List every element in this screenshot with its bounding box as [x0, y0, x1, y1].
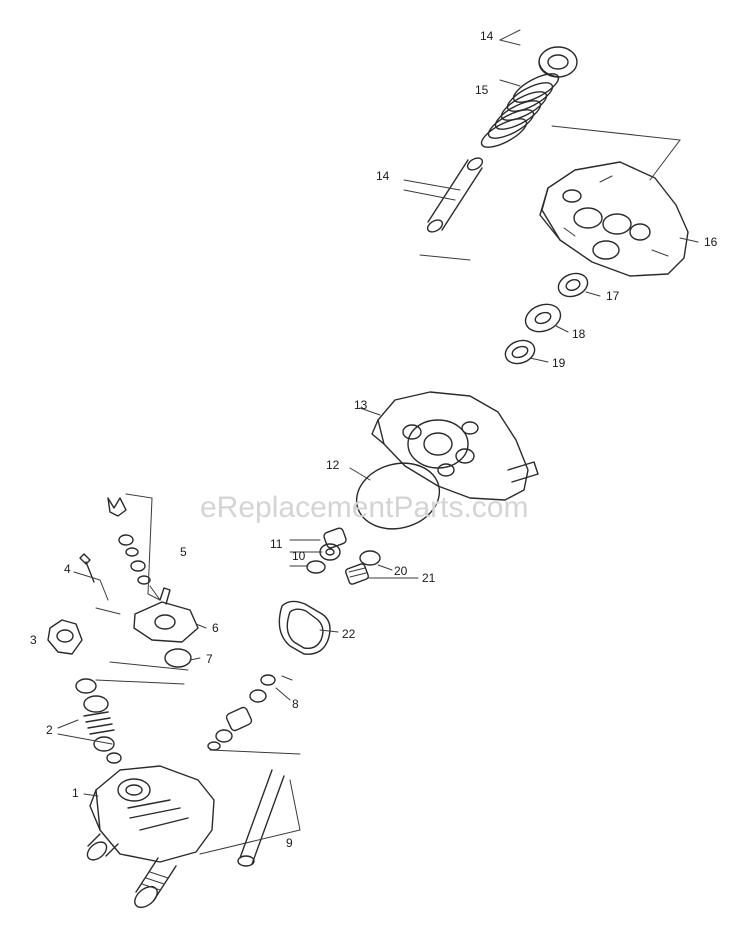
- callout-5: 5: [180, 545, 187, 559]
- part-12-o-ring: [355, 462, 441, 530]
- callout-19: 19: [552, 356, 566, 370]
- callout-9: 9: [286, 836, 293, 850]
- callout-12: 12: [326, 458, 340, 472]
- callout-16: 16: [704, 235, 718, 249]
- callout-8: 8: [292, 697, 299, 711]
- callout-18: 18: [572, 327, 586, 341]
- part-14-plunger-rod: [426, 157, 484, 233]
- part-5-valve-stack: [107, 497, 161, 601]
- part-10-o-ring: [306, 560, 326, 574]
- callout-21: 21: [422, 571, 436, 585]
- part-8-check-valve-stack: [207, 674, 276, 751]
- part-2-spring-valve: [75, 678, 122, 764]
- part-19-seal: [504, 339, 536, 365]
- callout-2: 2: [46, 723, 53, 737]
- callout-13: 13: [354, 398, 368, 412]
- callout-1: 1: [72, 786, 79, 800]
- callout-11: 11: [270, 537, 283, 551]
- callout-22: 22: [342, 627, 356, 641]
- part-11-valve: [319, 527, 347, 561]
- part-4-pin: [79, 553, 95, 583]
- callout-3: 3: [30, 633, 37, 647]
- callout-labels: 14 15 14 16 17 18 19 13 12 11 10 20 21 2…: [30, 29, 718, 850]
- callout-14-rod: 14: [376, 169, 390, 183]
- part-17-bearing: [557, 272, 589, 298]
- part-14-seal-ring: [538, 46, 578, 78]
- part-18-washer: [524, 303, 562, 333]
- part-7-o-ring: [164, 648, 192, 668]
- part-6-cover-plate: [133, 587, 199, 643]
- callout-10: 10: [292, 549, 306, 563]
- callout-7: 7: [206, 652, 213, 666]
- callout-14-top: 14: [480, 29, 494, 43]
- callout-15: 15: [475, 83, 489, 97]
- part-3-cap: [47, 619, 83, 655]
- callout-20: 20: [394, 564, 408, 578]
- part-16-upper-housing: [539, 161, 689, 277]
- callout-4: 4: [64, 562, 71, 576]
- callout-6: 6: [212, 621, 219, 635]
- part-15-spring: [480, 73, 560, 148]
- part-9-rod: [237, 769, 285, 867]
- callout-17: 17: [606, 289, 620, 303]
- part-22-gasket: [278, 600, 331, 655]
- watermark-text: eReplacementParts.com: [200, 491, 528, 524]
- part-20-o-ring: [359, 550, 381, 566]
- part-1-manifold: [86, 765, 215, 909]
- part-21-valve: [345, 563, 369, 585]
- part-13-pump-body: [371, 391, 539, 501]
- leader-lines: [57, 29, 699, 855]
